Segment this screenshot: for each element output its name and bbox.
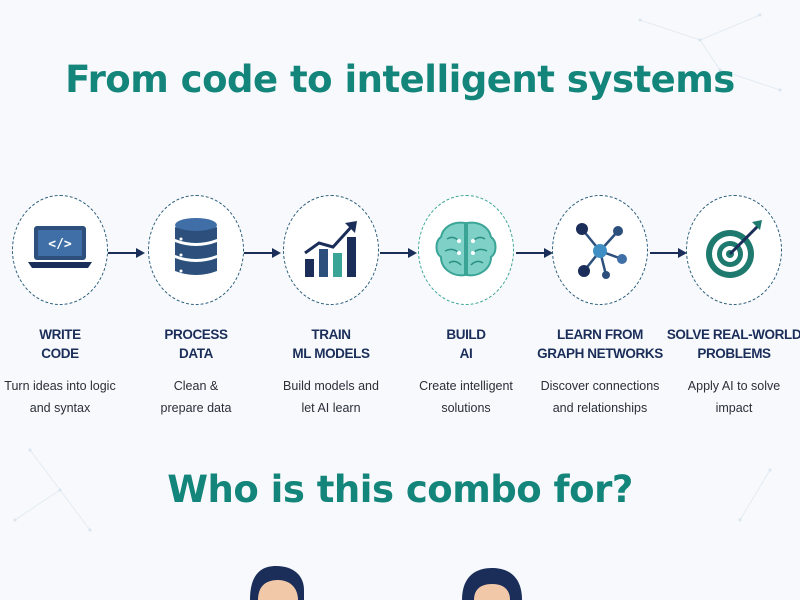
arrow-right-icon	[650, 248, 687, 258]
arrow-right-icon	[108, 248, 145, 258]
step-icon-circle	[686, 195, 782, 305]
step-icon-circle	[148, 195, 244, 305]
laptop-code-icon: </>	[28, 226, 92, 268]
section-title: Who is this combo for?	[167, 468, 633, 511]
person-avatar-female	[462, 568, 522, 600]
step-icon-circle	[283, 195, 379, 305]
graph-network-icon	[576, 223, 627, 279]
step-icon-circle	[418, 195, 514, 305]
target-icon	[706, 220, 762, 278]
step-description: Clean &prepare data	[160, 379, 232, 415]
person-avatar-male	[250, 566, 304, 600]
svg-text:</>: </>	[48, 237, 72, 252]
people-illustration	[250, 566, 522, 600]
arrow-right-icon	[244, 248, 281, 258]
brain-circuit-icon	[435, 221, 497, 277]
page-title: From code to intelligent systems	[65, 58, 735, 101]
growth-chart-icon	[304, 221, 357, 277]
database-icon	[175, 218, 217, 275]
arrow-right-icon	[380, 248, 417, 258]
arrow-right-icon	[516, 248, 553, 258]
step-icon-circle: </>	[12, 195, 108, 305]
step-icon-circle	[552, 195, 648, 305]
